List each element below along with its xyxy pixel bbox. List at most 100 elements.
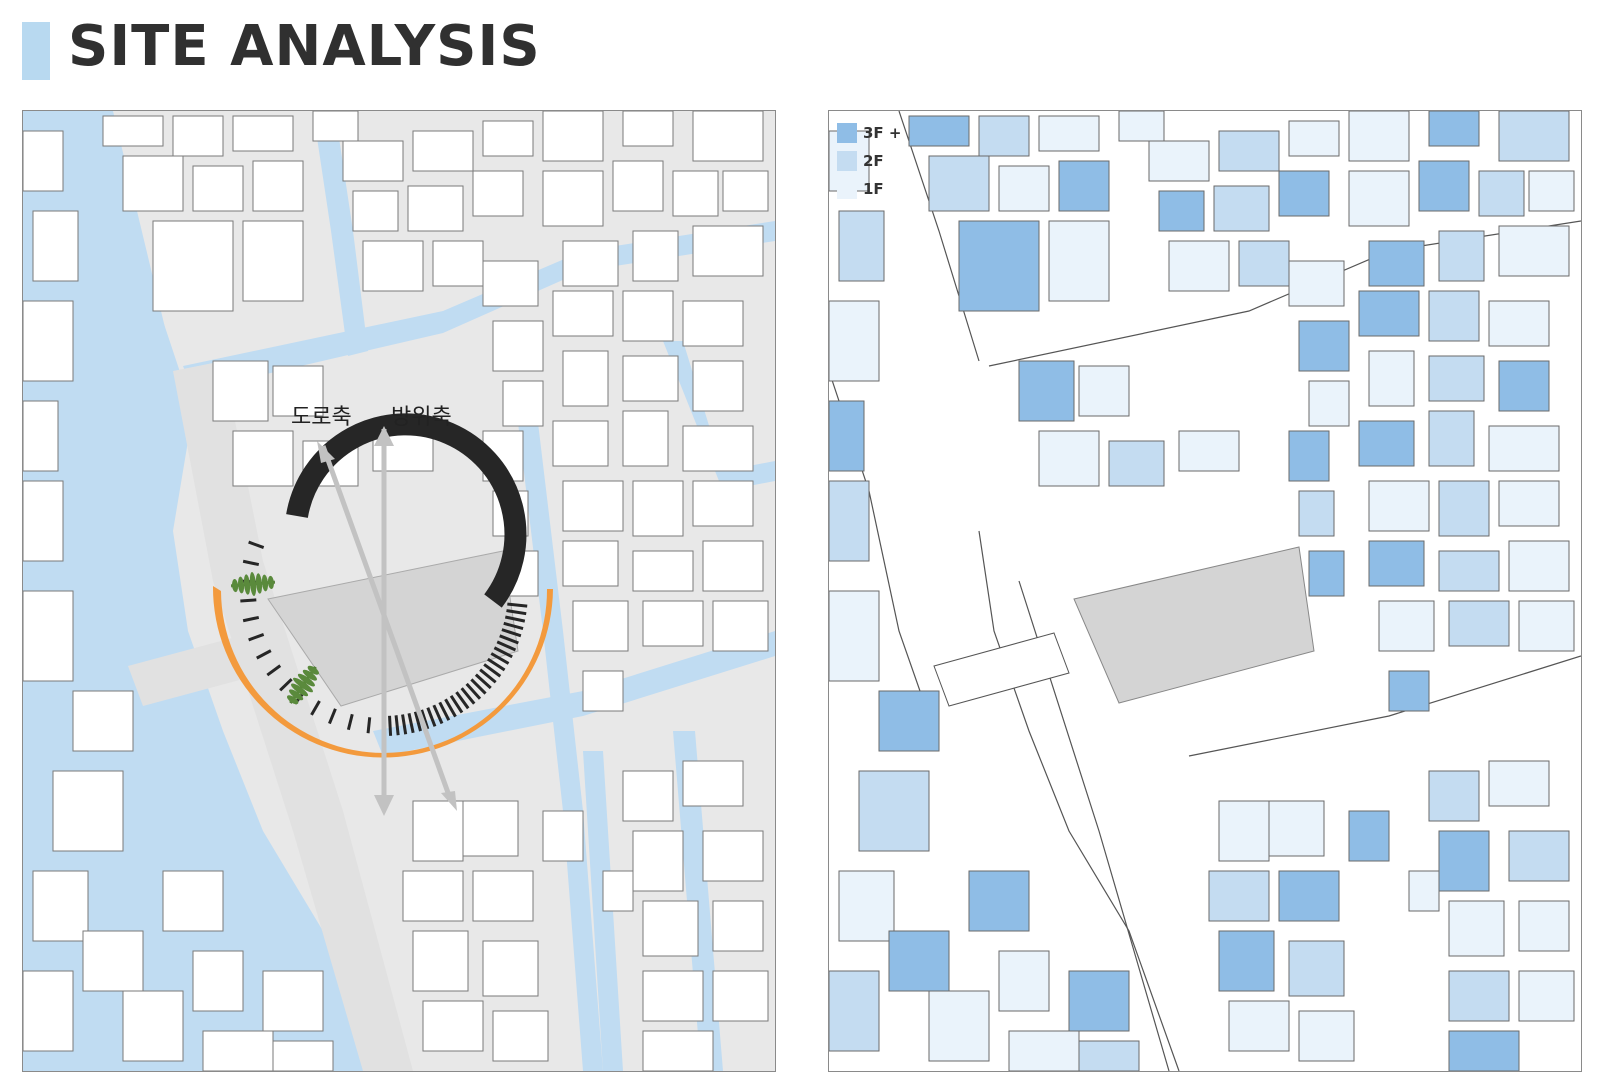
building — [1378, 600, 1435, 652]
building — [682, 425, 754, 472]
wind-tick — [499, 634, 519, 645]
building — [1038, 115, 1100, 152]
building — [102, 115, 164, 147]
building — [1448, 600, 1510, 647]
wind-tick — [426, 707, 437, 727]
wind-tick — [240, 598, 257, 603]
road-axis-arrow-head-bottom — [441, 791, 457, 811]
tree-leaf — [307, 665, 319, 675]
building — [52, 770, 124, 852]
legend-item-3f: 3F + — [837, 119, 901, 147]
tree-leaf — [302, 669, 317, 681]
building — [1178, 430, 1240, 472]
wind-tick — [506, 609, 527, 616]
legend-label-2f: 2F — [863, 152, 884, 170]
building — [402, 870, 464, 922]
wind-tick — [266, 664, 282, 677]
floor-height-map: 3F + 2F 1F — [828, 110, 1582, 1072]
road-axis-arrow-head-top — [317, 441, 335, 463]
building — [1438, 550, 1500, 592]
wind-tick-marks — [240, 540, 528, 736]
wind-tick — [496, 640, 517, 652]
wind-tick — [366, 717, 372, 734]
building — [1208, 870, 1270, 922]
building — [23, 970, 74, 1052]
building — [1108, 440, 1165, 487]
building — [1358, 290, 1420, 337]
building — [72, 690, 134, 752]
building — [1308, 550, 1345, 597]
cardinal-axis-label: 방위축 — [391, 405, 452, 430]
building — [122, 155, 184, 212]
wind-tick — [310, 700, 321, 716]
building — [702, 830, 764, 882]
wind-tick — [394, 715, 400, 736]
wind-tick — [483, 663, 502, 678]
building — [1508, 830, 1570, 882]
building — [1448, 900, 1505, 957]
building — [1428, 355, 1485, 402]
building — [542, 111, 604, 162]
building — [692, 111, 764, 162]
building — [682, 300, 744, 347]
building — [1218, 930, 1275, 992]
wind-tick — [242, 559, 260, 567]
building — [928, 990, 990, 1062]
building — [1358, 420, 1415, 467]
building — [928, 155, 990, 212]
wind-tick — [432, 704, 444, 725]
wind-tick — [504, 615, 526, 623]
legend-swatch-3f — [837, 123, 857, 143]
wind-tick — [501, 628, 522, 638]
building — [612, 160, 664, 212]
building — [958, 220, 1040, 312]
building — [542, 170, 604, 227]
tree-leaf — [291, 683, 309, 697]
building — [1428, 111, 1480, 147]
tree-leaf — [255, 573, 263, 594]
building — [998, 950, 1050, 1012]
wind-tick — [449, 695, 464, 714]
building — [1288, 120, 1340, 157]
wind-tick — [407, 712, 415, 734]
tree-leaf — [261, 574, 269, 592]
road-layer — [128, 361, 413, 1071]
bridge — [128, 631, 273, 706]
building — [407, 185, 464, 232]
building — [712, 970, 769, 1022]
building — [712, 900, 764, 952]
canal-right-vert — [313, 111, 368, 356]
wind-tick — [465, 682, 482, 700]
canal-far-right — [663, 341, 775, 491]
building — [1498, 225, 1570, 277]
building — [1278, 170, 1330, 217]
tree-leaf — [297, 673, 315, 687]
building — [462, 800, 519, 857]
wind-tick — [438, 701, 451, 721]
building — [998, 165, 1050, 212]
building — [692, 480, 754, 527]
wind-tick — [479, 668, 497, 684]
site-context-map: 도로축 방위축 — [22, 110, 776, 1072]
building — [1488, 300, 1550, 347]
building — [552, 290, 614, 337]
wind-tick — [256, 649, 272, 660]
building — [32, 870, 89, 942]
building — [1218, 130, 1280, 172]
road-axis-arrow — [320, 445, 454, 802]
building — [672, 170, 719, 217]
building — [1148, 140, 1210, 182]
building — [1438, 480, 1490, 537]
building — [192, 950, 244, 1012]
cardinal-axis-arrow-head-bottom — [374, 795, 394, 816]
building — [1288, 430, 1330, 482]
building — [1288, 940, 1345, 997]
building — [342, 140, 404, 182]
building — [622, 290, 674, 342]
building — [192, 165, 244, 212]
floor-legend: 3F + 2F 1F — [837, 119, 901, 203]
building — [482, 940, 539, 997]
building — [682, 760, 744, 807]
building — [202, 1030, 274, 1071]
building — [212, 360, 269, 422]
